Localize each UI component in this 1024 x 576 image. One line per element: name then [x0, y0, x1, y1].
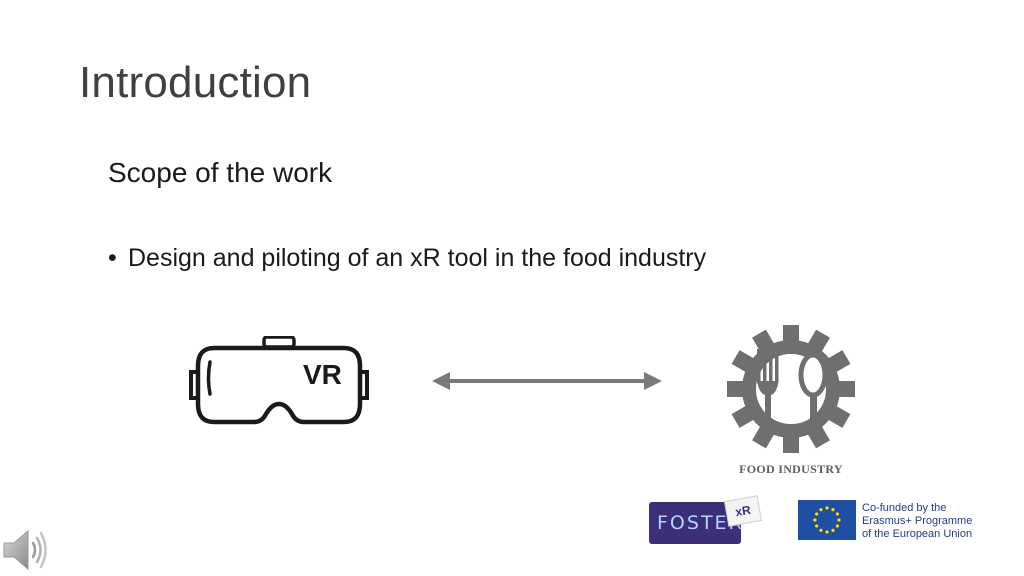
double-arrow-icon — [432, 372, 662, 390]
slide-subtitle: Scope of the work — [108, 157, 333, 188]
bullet-item: • Design and piloting of an xR tool in th… — [108, 244, 706, 273]
eu-text-line1: Co-funded by the — [862, 502, 947, 514]
xr-badge: xR — [724, 495, 762, 527]
eu-flag-icon — [798, 500, 856, 540]
gear-fork-spoon-icon — [727, 325, 855, 453]
speaker-icon[interactable] — [2, 527, 50, 573]
vr-headset-label: VR — [303, 359, 342, 390]
bullet-symbol: • — [108, 244, 117, 272]
eu-text-line3: of the European Union — [862, 528, 973, 540]
slide-title: Introduction — [79, 58, 312, 107]
eu-text-line2: Erasmus+ Programme — [862, 515, 973, 527]
vr-headset-icon: VR — [189, 336, 369, 425]
eu-cofunded-text: Co-funded by the Erasmus+ Programme of t… — [862, 502, 972, 541]
bullet-text: Design and piloting of an xR tool in the… — [128, 244, 707, 272]
food-industry-label: FOOD INDUSTRY — [739, 462, 843, 476]
